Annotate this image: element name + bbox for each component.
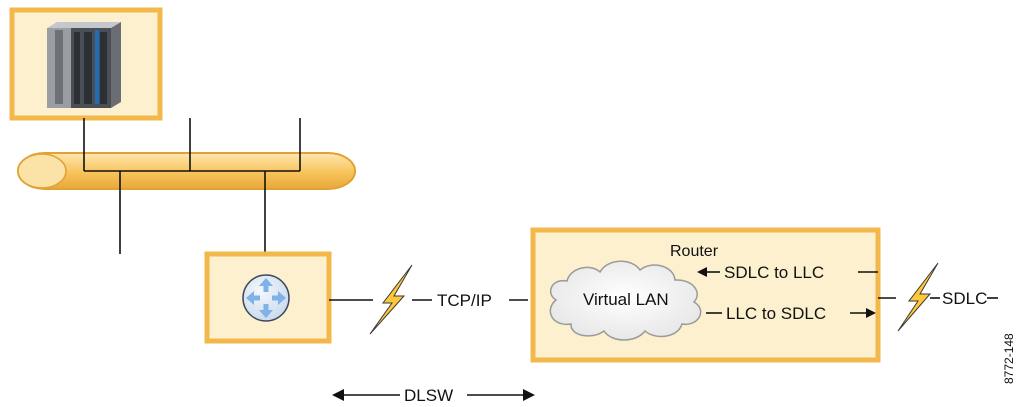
bus-connections	[83, 118, 301, 254]
cloud-icon	[549, 260, 702, 341]
router-label: Router	[670, 243, 719, 260]
sdlc-label: SDLC	[942, 289, 987, 308]
router-box-left	[204, 251, 332, 344]
router-icon	[242, 274, 290, 322]
mainframe-box	[9, 7, 163, 121]
lightning-bolt-icon	[897, 262, 939, 332]
lightning-bolt-icon	[369, 264, 413, 335]
figure-id-label: 8772-148	[1002, 333, 1016, 384]
sdlc-to-llc-label: SDLC to LLC	[724, 263, 824, 282]
sdlc-to-llc-arrow	[697, 267, 878, 277]
mainframe-server-icon	[47, 22, 121, 108]
dlsw-arrow	[332, 389, 535, 401]
virtual-lan-label: Virtual LAN	[583, 290, 669, 309]
llc-to-sdlc-label: LLC to SDLC	[726, 304, 826, 323]
llc-to-sdlc-arrow	[706, 308, 876, 318]
router-box-right: Router Virtual LAN SDLC to LLC LLC to SD…	[530, 227, 881, 363]
tcpip-label: TCP/IP	[437, 291, 492, 310]
dlsw-label: DLSW	[404, 386, 453, 405]
